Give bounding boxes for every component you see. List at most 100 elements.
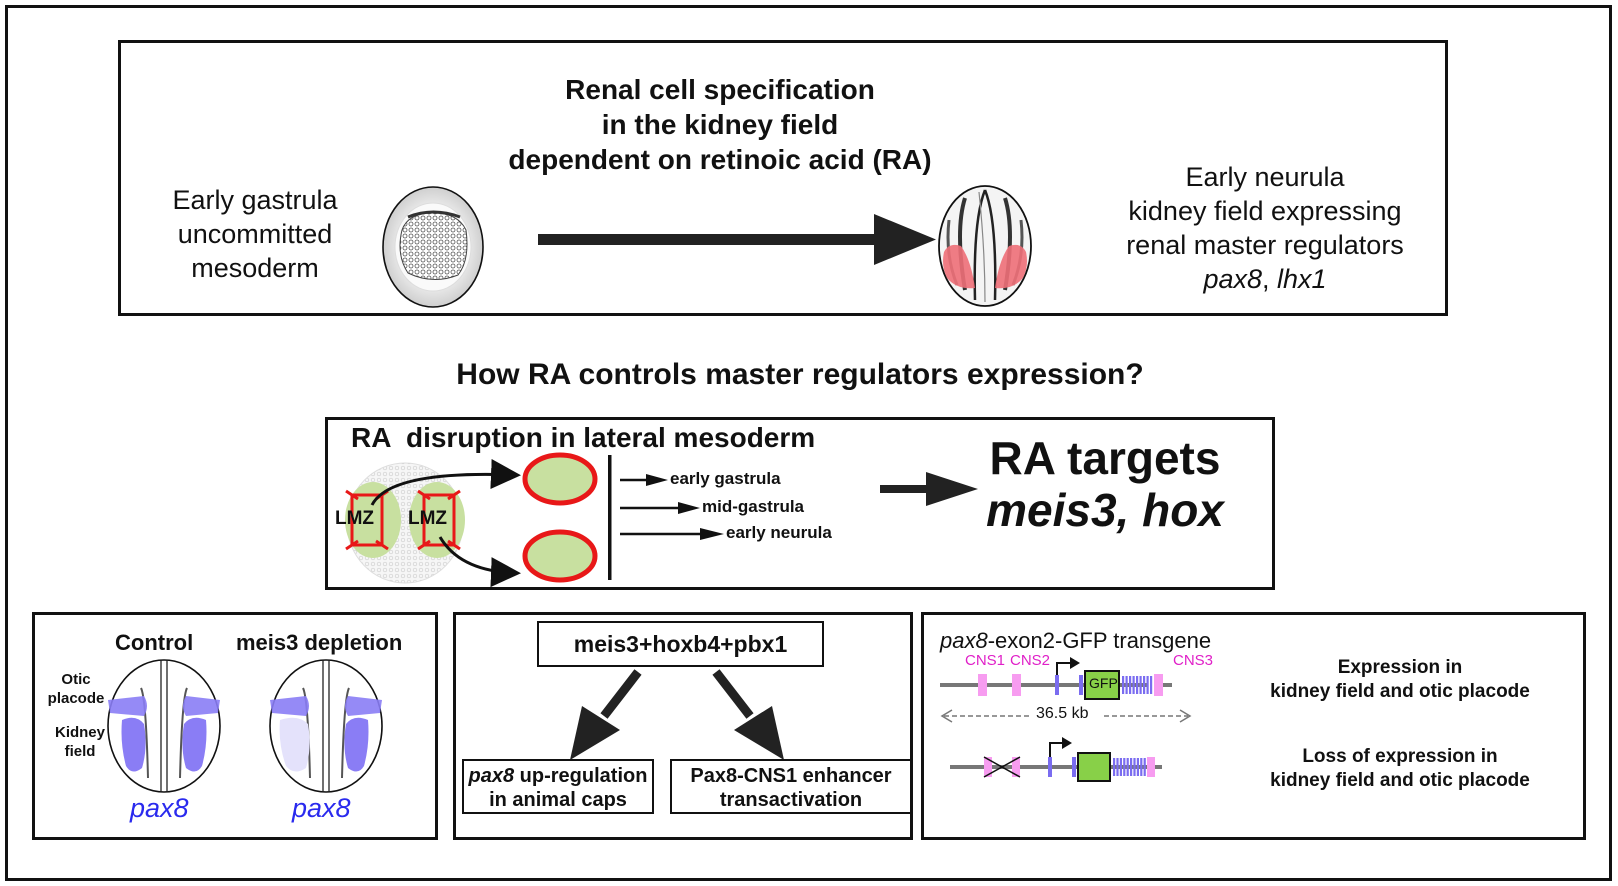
gastrula-line-2: uncommitted — [177, 219, 333, 249]
label-meis3-depletion: meis3 depletion — [236, 630, 403, 655]
exon2 — [1079, 675, 1083, 695]
gfp-cassette — [1084, 670, 1120, 700]
top-panel — [118, 40, 1448, 316]
transgene-panel — [921, 612, 1586, 840]
ra-targets-title: RA targets — [989, 432, 1221, 484]
label-control: Control — [115, 630, 194, 655]
upregulation-line-2: in animal caps — [489, 789, 627, 811]
lmz-disruption-diagram — [345, 452, 612, 588]
exon-tick — [1113, 758, 1116, 776]
cns2-label: CNS2 — [1010, 652, 1051, 669]
transgene-title-gene: pax8 — [940, 628, 988, 653]
expression-line-2: kidney field and otic placode — [1270, 681, 1530, 702]
migration-arrow-upper — [370, 459, 521, 506]
exon-tick — [1130, 758, 1133, 776]
pax8-upregulation-result: pax8 up-regulation in animal caps — [462, 759, 654, 814]
exon-tick — [1125, 676, 1128, 694]
title-line-2: in the kidney field — [601, 109, 839, 140]
central-question: How RA controls master regulators expres… — [456, 358, 1144, 391]
early-neurula-label: Early neurula kidney field expressing re… — [1100, 160, 1430, 296]
title-line-1: Renal cell specification — [565, 74, 875, 105]
kidney-field-label: Kidney field — [50, 723, 110, 761]
expression-result: Expression in kidney field and otic plac… — [1235, 656, 1565, 704]
loss-line-1: Loss of expression in — [1302, 746, 1498, 767]
ra-targets-arrow — [880, 472, 978, 506]
length-indicator — [940, 709, 1192, 723]
middle-panel — [325, 417, 1275, 590]
exon-tick — [1139, 676, 1142, 694]
lateral-mesoderm-upper — [522, 452, 598, 506]
gene-pax8: pax8 — [1203, 264, 1262, 294]
exon-tick — [1123, 758, 1126, 776]
early-gastrula-embryo-image — [382, 186, 484, 308]
deleted-cns2 — [1012, 757, 1020, 777]
gfp-cassette-2 — [1077, 752, 1111, 782]
transactivation-line-2: transactivation — [719, 789, 863, 811]
arrow-to-pax8-upregulation — [570, 669, 642, 760]
early-neurula-embryo-image — [938, 185, 1032, 307]
specification-arrow — [538, 214, 936, 265]
complex-arrows — [570, 669, 784, 760]
depleted-kidney-right — [344, 717, 369, 772]
cns1-label: CNS1 — [965, 652, 1006, 669]
stage-arrow-early-neurula — [620, 528, 724, 540]
kidney-line-2: field — [64, 743, 96, 760]
stage-arrow-mid-gastrula — [620, 502, 700, 514]
upregulation-line-1: pax8 up-regulation — [464, 764, 652, 788]
exon-tick — [1136, 676, 1139, 694]
complex-label: meis3+hoxb4+pbx1 — [573, 631, 788, 657]
exon-tick — [1140, 758, 1143, 776]
loss-line-2: kidney field and otic placode — [1270, 770, 1530, 791]
downstream-exons-2 — [1113, 758, 1146, 776]
ra-targets: RA targets meis3, hox — [975, 432, 1235, 536]
meis3-depleted-embryo-image — [269, 659, 383, 793]
stage-early-neurula: early neurula — [726, 523, 832, 542]
control-otic-right — [183, 696, 220, 716]
neurula-line-1: Early neurula — [1185, 162, 1345, 192]
migration-arrow-lower — [438, 536, 521, 588]
cns2-element — [1012, 674, 1021, 696]
top-panel-title: Renal cell specification in the kidney f… — [420, 72, 1020, 177]
exon-tick — [1136, 758, 1139, 776]
control-otic-left — [108, 696, 147, 716]
exon1 — [1055, 675, 1059, 695]
exon-tick — [1126, 758, 1129, 776]
deleted-transgene-construct — [950, 737, 1162, 782]
exon-tick — [1143, 758, 1146, 776]
transgene-title-rest: -exon2-GFP transgene — [987, 628, 1212, 653]
otic-line-2: placode — [47, 690, 105, 707]
pax8-label-depletion: pax8 — [292, 793, 351, 823]
gene-lhx1: lhx1 — [1277, 264, 1327, 294]
cns3-label: CNS3 — [1173, 652, 1214, 669]
meis3-hoxb4-pbx1-complex: meis3+hoxb4+pbx1 — [537, 621, 824, 667]
kidney-line-1: Kidney — [54, 724, 105, 741]
disruption-markers-right — [417, 489, 461, 551]
blastopore-lip — [407, 210, 461, 219]
master-regulator-genes: pax8, lhx1 — [1100, 262, 1430, 296]
gene-separator: , — [1262, 264, 1278, 294]
ra-targets-genes: meis3, hox — [986, 484, 1224, 536]
loss-of-expression-result: Loss of expression in kidney field and o… — [1225, 745, 1575, 793]
timing-bar — [608, 455, 612, 580]
promoter-arrow — [1056, 662, 1072, 675]
upregulation-gene: pax8 — [468, 765, 515, 787]
control-kidney-right — [182, 717, 207, 772]
deletion-cross — [983, 756, 1021, 778]
title-line-3: dependent on retinoic acid (RA) — [508, 144, 932, 175]
control-kidney-left — [121, 717, 146, 772]
ra-disruption-heading: RA disruption in lateral mesoderm — [351, 422, 816, 453]
exon-tick — [1133, 758, 1136, 776]
exon-tick — [1129, 676, 1132, 694]
gastrula-yolk-plug — [399, 212, 468, 280]
neurula-line-3: renal master regulators — [1126, 230, 1404, 260]
arrow-to-enhancer-transactivation — [712, 669, 784, 760]
length-label: 36.5 kb — [1036, 705, 1089, 722]
stage-mid-gastrula: mid-gastrula — [702, 497, 805, 516]
gastrula-line-1: Early gastrula — [172, 185, 338, 215]
otic-line-1: Otic — [61, 671, 91, 688]
stage-early-gastrula: early gastrula — [670, 469, 781, 488]
kidney-field-left — [943, 244, 975, 289]
pax8-label-control: pax8 — [130, 793, 189, 823]
exon-tick — [1119, 758, 1122, 776]
kidney-field-right — [995, 244, 1027, 289]
